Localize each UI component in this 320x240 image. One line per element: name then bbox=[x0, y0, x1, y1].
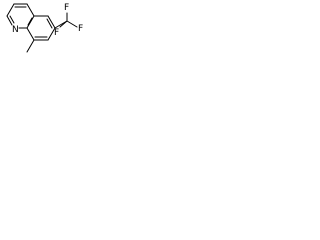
structure-canvas: N F F F bbox=[0, 0, 96, 75]
bond-double-to-nitrogen bbox=[9, 15, 15, 24]
bond bbox=[47, 27, 56, 41]
bond-to-nitrogen bbox=[6, 15, 13, 26]
methyl-bond bbox=[26, 39, 35, 53]
bond bbox=[6, 3, 15, 17]
bond bbox=[47, 15, 56, 29]
fluorine-label-right: F bbox=[78, 24, 83, 34]
bond bbox=[26, 3, 35, 17]
fluorine-label-top: F bbox=[64, 3, 69, 13]
cf-bond-left bbox=[59, 20, 68, 28]
bond bbox=[26, 27, 35, 41]
molecule-structure: N F F F bbox=[6, 3, 83, 53]
bond-fusion bbox=[26, 15, 35, 29]
cf-bond-right bbox=[66, 20, 78, 28]
bond-fusion-double bbox=[27, 17, 33, 26]
bond-double bbox=[46, 18, 53, 29]
bond-lines bbox=[6, 3, 78, 53]
nitrogen-label: N bbox=[12, 25, 19, 35]
fluorine-label-left: F bbox=[54, 28, 59, 38]
